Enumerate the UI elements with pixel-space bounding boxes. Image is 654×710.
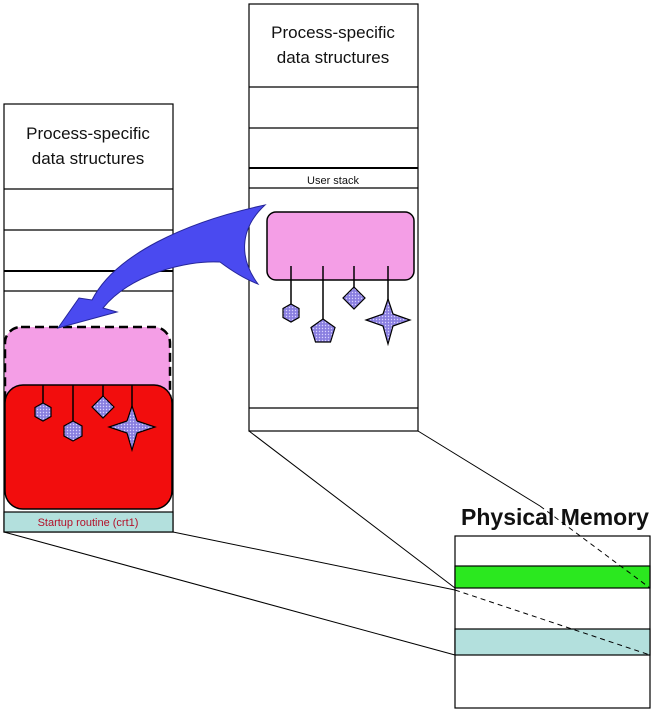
memory-frame-green xyxy=(454,565,651,589)
right-process-title-line1: Process-specific xyxy=(271,23,395,42)
mapping-lines xyxy=(3,430,651,656)
hexagon-shape xyxy=(282,303,300,323)
hexagon-shape xyxy=(34,402,52,422)
old-program-block xyxy=(4,384,173,510)
startup-routine-label: Startup routine (crt1) xyxy=(38,517,139,529)
hexagon-shape xyxy=(63,420,83,442)
right-process-title-line2: data structures xyxy=(277,48,389,67)
physical-memory: Physical Memory xyxy=(454,504,651,709)
right-process-column: Process-specific data structures User st… xyxy=(248,3,419,432)
memory-frame-teal xyxy=(454,628,651,656)
left-process-title-line1: Process-specific xyxy=(26,124,150,143)
left-process-title-line2: data structures xyxy=(32,149,144,168)
star-shape xyxy=(364,297,412,347)
diamond-shape xyxy=(342,286,366,310)
new-program-block xyxy=(266,211,415,281)
startup-routine-band xyxy=(3,511,174,533)
star-shape xyxy=(107,404,157,453)
load-program-arrow xyxy=(56,204,267,329)
pentagon-shape xyxy=(310,318,336,343)
diamond-shape xyxy=(91,395,115,419)
user-stack-label: User stack xyxy=(307,175,359,187)
